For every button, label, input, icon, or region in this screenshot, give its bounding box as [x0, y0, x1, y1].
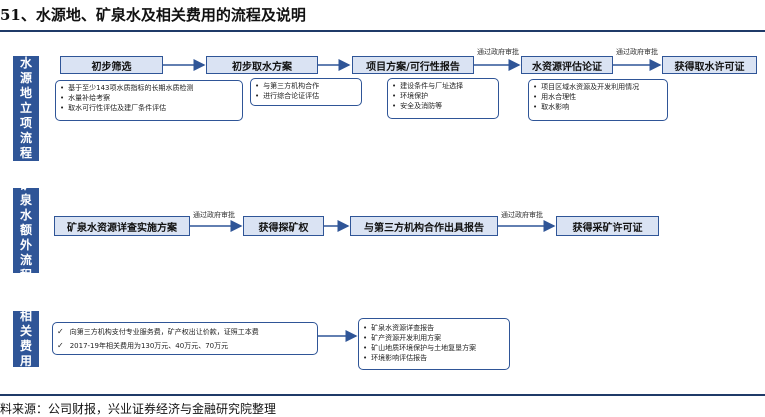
report-item: 矿泉水资源详查报告: [363, 323, 505, 333]
notes-feasibility-report: 建设条件与厂址选择 环境保护 安全及消防等: [387, 78, 499, 119]
step-feasibility-report: 项目方案/可行性报告: [352, 56, 474, 74]
arrow-label-approval-2: 通过政府审批: [616, 48, 658, 56]
report-item: 环境影响评估报告: [363, 353, 505, 363]
note-item: 环境保护: [392, 91, 494, 101]
top-rule: [0, 30, 765, 32]
arrow-label-approval-4: 通过政府审批: [501, 211, 543, 219]
page-title: 51、水源地、矿泉水及相关费用的流程及说明: [0, 6, 306, 24]
source-note: 料来源：公司财报，兴业证券经济与金融研究院整理: [0, 402, 277, 416]
step-exploration-right: 获得探矿权: [243, 216, 324, 236]
report-item: 矿产资源开发利用方案: [363, 333, 505, 343]
step-water-assessment: 水资源评估论证: [521, 56, 613, 74]
cost-notes-box: 向第三方机构支付专业服务费，矿产权出让价款，证照工本费 2017-19年相关费用…: [52, 322, 318, 355]
section-label-mineral-water: 矿泉水额外流程: [13, 178, 39, 282]
note-item: 进行综合论证评估: [255, 91, 357, 101]
section-label-related-costs: 相关费用: [13, 309, 39, 368]
arrow-label-approval-1: 通过政府审批: [477, 48, 519, 56]
reports-box: 矿泉水资源详查报告 矿产资源开发利用方案 矿山地质环境保护与土地复垦方案 环境影…: [358, 318, 510, 370]
step-water-permit: 获得取水许可证: [662, 56, 757, 74]
note-item: 基于至少143项水质指标的长期水质检测: [60, 83, 238, 93]
arrow-label-approval-3: 通过政府审批: [193, 211, 235, 219]
note-item: 取水影响: [533, 102, 663, 112]
step-third-party-report: 与第三方机构合作出具报告: [350, 216, 498, 236]
step-initial-water-plan: 初步取水方案: [206, 56, 318, 74]
note-item: 建设条件与厂址选择: [392, 81, 494, 91]
note-item: 与第三方机构合作: [255, 81, 357, 91]
bottom-rule: [0, 394, 765, 396]
note-item: 用水合理性: [533, 92, 663, 102]
step-mineral-survey-plan: 矿泉水资源详查实施方案: [54, 216, 190, 236]
section-label-water-source: 水源地立项流程: [13, 56, 39, 161]
note-item: 安全及消防等: [392, 101, 494, 111]
note-item: 取水可行性评估及建厂条件评估: [60, 103, 238, 113]
step-initial-screening: 初步筛选: [60, 56, 163, 74]
note-item: 水量补给考察: [60, 93, 238, 103]
notes-initial-screening: 基于至少143项水质指标的长期水质检测 水量补给考察 取水可行性评估及建厂条件评…: [55, 80, 243, 121]
cost-note: 2017-19年相关费用为130万元、40万元、70万元: [57, 339, 313, 353]
notes-water-assessment: 项目区域水资源及开发利用情况 用水合理性 取水影响: [528, 79, 668, 121]
report-item: 矿山地质环境保护与土地复垦方案: [363, 343, 505, 353]
note-item: 项目区域水资源及开发利用情况: [533, 82, 663, 92]
cost-note: 向第三方机构支付专业服务费，矿产权出让价款，证照工本费: [57, 325, 313, 339]
step-mining-permit: 获得采矿许可证: [556, 216, 659, 236]
notes-initial-water-plan: 与第三方机构合作 进行综合论证评估: [250, 78, 362, 106]
